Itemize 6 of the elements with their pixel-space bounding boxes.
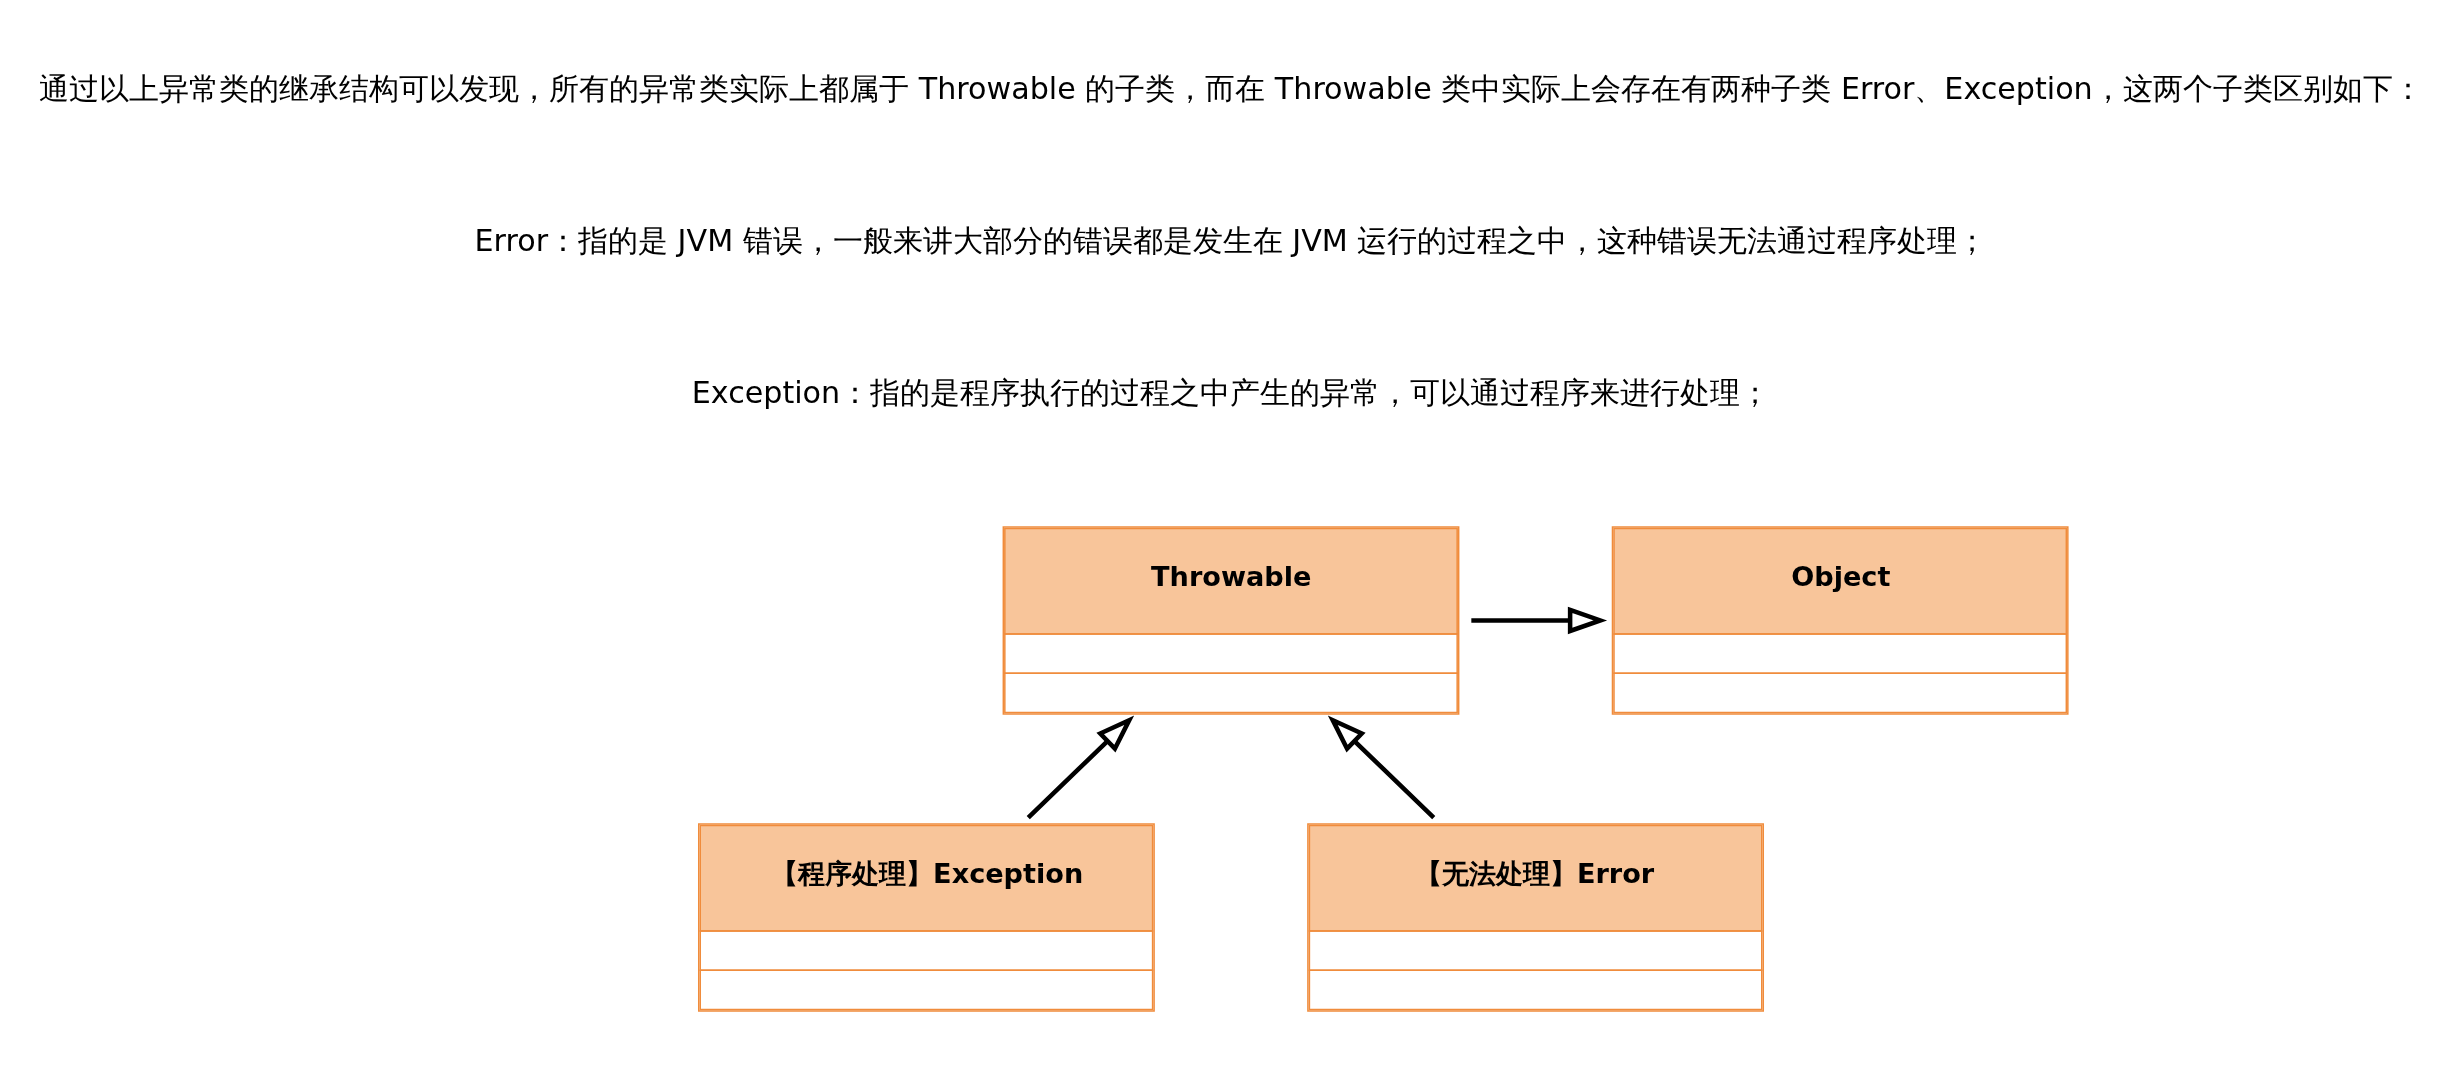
arrow	[1327, 714, 1436, 819]
label: Exception：指的是程序执行的过程之中产生的异常，可以通过程序来进行处理；	[691, 374, 1771, 410]
label: 通过以上异常类的继承结构可以发现，所有的异常类实际上都属于 Throwable 的子类，而在 Throwable 类中实际上会存在有两种子类 Error、Exception，这两个子类区别如下：	[39, 70, 2423, 106]
arrow	[1471, 606, 1608, 634]
label: Error：指的是 JVM 错误，一般来讲大部分的错误都是发生在 JVM 运行的过程之中，这种错误无法通过程序处理；	[474, 222, 1988, 258]
arrow	[1026, 714, 1135, 819]
